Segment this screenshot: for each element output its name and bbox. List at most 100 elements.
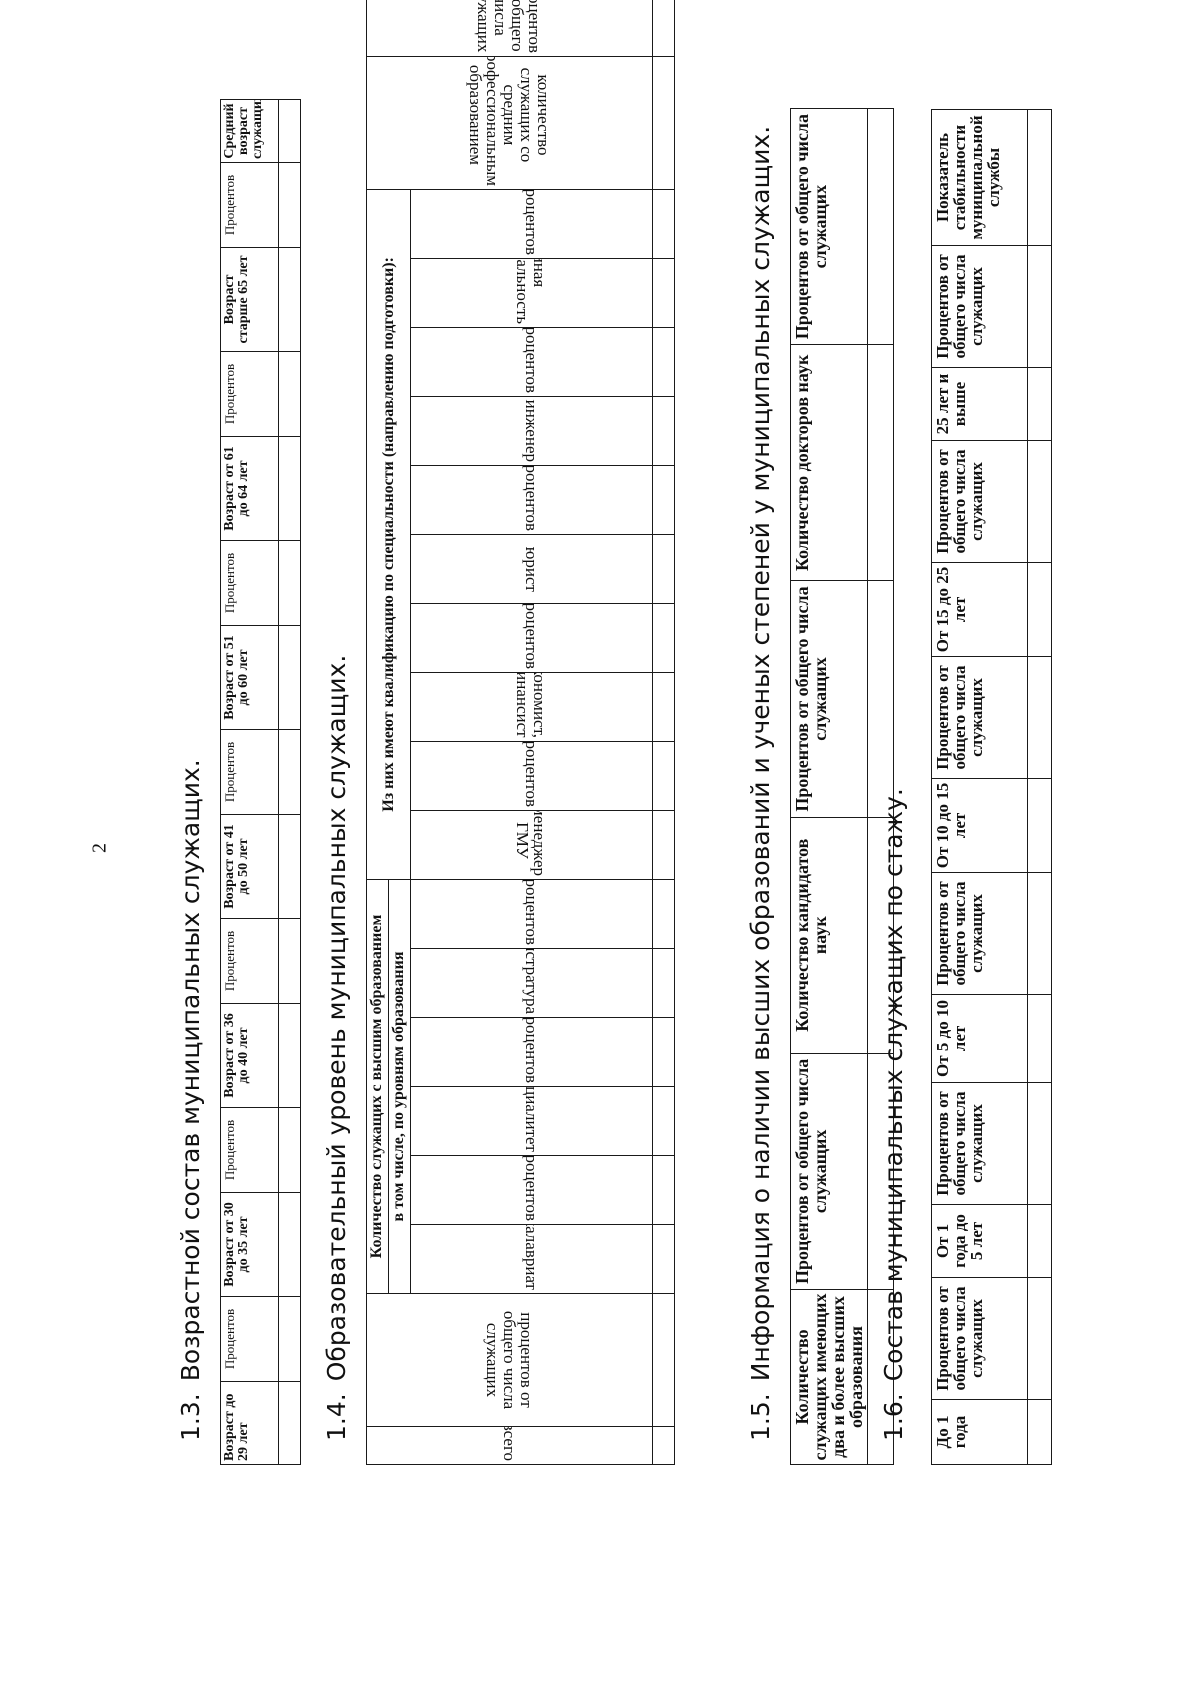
empty-cell bbox=[278, 436, 301, 541]
header-total: всего bbox=[366, 1426, 653, 1465]
empty-cell bbox=[652, 189, 675, 259]
empty-cell bbox=[652, 0, 675, 57]
header-percent: процентов bbox=[410, 465, 653, 535]
header-percent: Процентов bbox=[220, 918, 279, 1004]
empty-cell bbox=[652, 603, 675, 673]
header-percent: Процентов bbox=[220, 729, 279, 815]
section-number: 1.6. bbox=[879, 1393, 908, 1441]
empty-cell bbox=[278, 1003, 301, 1108]
empty-cell bbox=[278, 814, 301, 919]
header-percent-secondary: процентов от общего числа служащих bbox=[366, 0, 653, 57]
header-higher-education: Количество служащих с высшим образование… bbox=[366, 879, 389, 1294]
header-25-years-and-more: 25 лет и выше bbox=[931, 367, 1028, 441]
empty-cell bbox=[652, 672, 675, 742]
header-percent: Процентов от общего числа служащих bbox=[931, 656, 1028, 779]
empty-cell bbox=[278, 1192, 301, 1297]
header-other-specialty: иная специальность bbox=[410, 258, 653, 328]
empty-cell bbox=[652, 1086, 675, 1156]
section-number: 1.4. bbox=[322, 1393, 351, 1441]
empty-cell bbox=[1027, 1204, 1052, 1278]
empty-cell bbox=[1027, 1277, 1052, 1400]
header-stability-indicator: Показатель стабильности муниципальной сл… bbox=[931, 109, 1028, 246]
empty-cell bbox=[278, 1107, 301, 1193]
header-age-over-65: Возраст старше 65 лет bbox=[220, 247, 279, 352]
header-age-41-50: Возраст от 41 до 50 лет bbox=[220, 814, 279, 919]
header-percent: Процентов от общего числа служащих bbox=[931, 440, 1028, 563]
section-1-3: 1.3. Возрастной состав муниципальных служ… bbox=[172, 99, 301, 1465]
header-qualification: Из них имеют квалификацию по специальнос… bbox=[366, 189, 411, 880]
header-percent: процентов bbox=[410, 327, 653, 397]
header-percent: Процентов от общего числа служащих bbox=[931, 872, 1028, 995]
empty-cell bbox=[278, 540, 301, 626]
header-percent: Процентов от общего числа служащих bbox=[790, 1053, 868, 1290]
header-candidates-of-science: Количество кандидатов наук bbox=[790, 817, 868, 1054]
empty-cell bbox=[652, 741, 675, 811]
section-number: 1.3. bbox=[176, 1393, 205, 1441]
education-table: всего процентов от общего числа служащих… bbox=[366, 0, 675, 1465]
section-number: 1.5. bbox=[746, 1393, 775, 1441]
header-secondary-education: количество служащих со средним профессио… bbox=[366, 56, 653, 190]
empty-cell bbox=[1027, 109, 1052, 246]
header-10-to-15-years: От 10 до 15 лет bbox=[931, 778, 1028, 873]
header-percent: Процентов bbox=[220, 162, 279, 248]
empty-cell bbox=[652, 465, 675, 535]
header-1-to-5-years: От 1 года до 5 лет bbox=[931, 1204, 1028, 1278]
header-two-higher-educations: Количество служащих имеющих два и более … bbox=[790, 1289, 868, 1465]
header-percent: Процентов от общего числа служащих bbox=[790, 108, 868, 345]
header-percent: процентов bbox=[410, 879, 653, 949]
section-title: Возрастной состав муниципальных служащих… bbox=[176, 759, 205, 1382]
empty-cell bbox=[1027, 440, 1052, 563]
empty-cell bbox=[652, 948, 675, 1018]
header-5-to-10-years: От 5 до 10 лет bbox=[931, 994, 1028, 1083]
empty-cell bbox=[1027, 994, 1052, 1083]
header-percent: Процентов от общего числа служащих bbox=[931, 1277, 1028, 1400]
header-percent: Процентов bbox=[220, 1296, 279, 1382]
age-table: Возраст до 29 лет Процентов Возраст от 3… bbox=[220, 99, 301, 1465]
header-percent: Процентов от общего числа служащих bbox=[931, 1082, 1028, 1205]
header-percent: Процентов bbox=[220, 540, 279, 626]
header-age-61-64: Возраст от 61 до 64 лет bbox=[220, 436, 279, 541]
page-number: 2 bbox=[88, 843, 111, 853]
empty-cell bbox=[278, 729, 301, 815]
empty-cell bbox=[278, 351, 301, 437]
section-title: Образовательный уровень муниципальных сл… bbox=[322, 654, 351, 1382]
empty-cell bbox=[1027, 778, 1052, 873]
header-bachelor: бакалавриат bbox=[410, 1224, 653, 1294]
empty-cell bbox=[1027, 872, 1052, 995]
empty-cell bbox=[278, 99, 301, 163]
empty-cell bbox=[652, 327, 675, 397]
header-percent: процентов bbox=[410, 1017, 653, 1087]
empty-cell bbox=[652, 258, 675, 328]
header-doctors-of-science: Количество докторов наук bbox=[790, 344, 868, 581]
header-percent: процентов bbox=[410, 189, 653, 259]
header-percent-total: процентов от общего числа служащих bbox=[366, 1293, 653, 1427]
empty-cell bbox=[652, 1155, 675, 1225]
header-average-age: Средний возраст служащих bbox=[220, 99, 279, 163]
section-1-5: 1.5.Информация о наличии высших образова… bbox=[742, 108, 894, 1465]
empty-cell bbox=[278, 625, 301, 730]
section-1-6: 1.6. Состав муниципальных служащих по ста… bbox=[875, 109, 1052, 1465]
header-percent: Процентов bbox=[220, 1107, 279, 1193]
header-under-1-year: До 1 года bbox=[931, 1399, 1028, 1465]
header-percent: процентов bbox=[410, 741, 653, 811]
empty-cell bbox=[652, 1426, 675, 1465]
header-engineer: инженер bbox=[410, 396, 653, 466]
header-age-to-29: Возраст до 29 лет bbox=[220, 1381, 279, 1465]
header-manager-gmu: менеджер ГМУ bbox=[410, 810, 653, 880]
section-title: Состав муниципальных служащих по стажу. bbox=[879, 788, 908, 1382]
empty-cell bbox=[652, 534, 675, 604]
section-1-5-heading: 1.5.Информация о наличии высших образова… bbox=[742, 108, 790, 1465]
empty-cell bbox=[1027, 1399, 1052, 1465]
section-1-6-heading: 1.6. Состав муниципальных служащих по ста… bbox=[875, 109, 931, 1465]
header-specialist: специалитет bbox=[410, 1086, 653, 1156]
empty-cell bbox=[652, 1017, 675, 1087]
empty-cell bbox=[278, 1381, 301, 1465]
empty-cell bbox=[652, 1293, 675, 1427]
empty-cell bbox=[1027, 245, 1052, 368]
empty-cell bbox=[278, 918, 301, 1004]
header-percent: процентов bbox=[410, 603, 653, 673]
header-percent: Процентов bbox=[220, 351, 279, 437]
empty-cell bbox=[652, 810, 675, 880]
empty-cell bbox=[278, 247, 301, 352]
empty-cell bbox=[1027, 367, 1052, 441]
